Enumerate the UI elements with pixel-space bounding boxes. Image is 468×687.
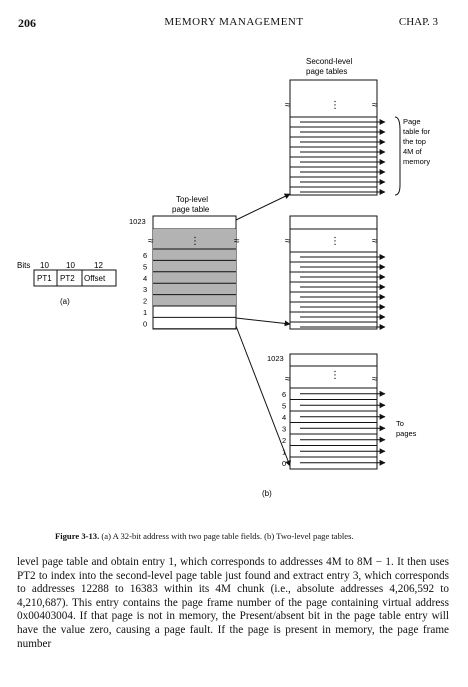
- top-entry-index: 2: [143, 297, 147, 306]
- break-st3-r: ≈: [372, 374, 378, 385]
- top-level-title-1: Top-level: [176, 195, 208, 204]
- page-table-note-line: Page: [403, 117, 421, 126]
- bits-label: Bits: [17, 261, 30, 270]
- top-entry-shaded: [153, 271, 236, 284]
- shaded-entries-block: [153, 229, 236, 249]
- break-mark-right: ≈: [234, 236, 240, 247]
- pointer-1-to-middle-table: [235, 317, 291, 327]
- top-entry-index: 6: [143, 251, 147, 260]
- top-entry-shaded: [153, 249, 236, 261]
- top-level-page-table: Top-level page table 1023 ≈ ≈ ⋮ 6 5 4 3 2 1 0: [129, 195, 240, 330]
- figure-caption: Figure 3-13. (a) A 32-bit address with t…: [55, 530, 420, 542]
- address-box: [33, 269, 117, 287]
- ellipsis-top: ⋮: [190, 236, 200, 247]
- top-level-title-2: page table: [172, 205, 210, 214]
- bottom-entry-index: 6: [282, 390, 286, 399]
- chapter-number: CHAP. 3: [398, 16, 438, 28]
- figure-two-level-page-tables: Bits 10 10 12 PT1 PT2 Offset (a) Top-lev…: [17, 57, 431, 498]
- top-entry-index: 3: [143, 285, 147, 294]
- panel-a-label: (a): [60, 297, 70, 306]
- bit-width-pt2: 10: [66, 261, 75, 270]
- bottom-index-1023: 1023: [267, 354, 284, 363]
- pointer-1023-to-top-table: [235, 193, 291, 221]
- field-pt2: PT2: [60, 274, 75, 283]
- top-entry-index: 5: [143, 262, 147, 271]
- page-table-note-line: 4M of: [403, 147, 423, 156]
- break-mark-left: ≈: [148, 236, 154, 247]
- to-pages-note-line: pages: [396, 429, 417, 438]
- ellipsis-st2: ⋮: [330, 236, 340, 247]
- page-table-note-line: table for: [403, 127, 431, 136]
- brace: [394, 116, 401, 196]
- bit-width-offset: 12: [94, 261, 103, 270]
- field-offset: Offset: [84, 274, 106, 283]
- second-level-title-1: Second-level: [306, 57, 352, 66]
- page-table-note-line: memory: [403, 157, 430, 166]
- page-table-note-line: the top: [403, 137, 426, 146]
- body-text: level page table and obtain entry 1, whi…: [17, 556, 449, 651]
- break-st2-l: ≈: [285, 236, 291, 247]
- break-st3-l: ≈: [285, 374, 291, 385]
- top-entry-shaded: [153, 260, 236, 272]
- second-level-table-top: Second-level page tables ⋮ ≈ ≈ Pagetable…: [285, 57, 431, 196]
- second-level-table-middle: ⋮ ≈ ≈: [285, 215, 386, 330]
- break-st1-l: ≈: [285, 100, 291, 111]
- to-pages-note-line: To: [396, 419, 404, 428]
- bottom-entry-index: 0: [282, 459, 286, 468]
- field-pt1: PT1: [37, 274, 52, 283]
- top-entry-shaded: [153, 294, 236, 306]
- top-entry-index: 0: [143, 319, 147, 328]
- top-index-1023: 1023: [129, 217, 146, 226]
- bottom-entry-index: 3: [282, 425, 286, 434]
- body-paragraph: level page table and obtain entry 1, whi…: [17, 556, 449, 650]
- page-number: 206: [18, 16, 36, 30]
- address-format-panel: Bits 10 10 12 PT1 PT2 Offset (a): [17, 261, 117, 306]
- bottom-entry-index: 2: [282, 436, 286, 445]
- caption-text: (a) A 32-bit address with two page table…: [101, 531, 354, 541]
- chapter-title: MEMORY MANAGEMENT: [164, 16, 304, 28]
- panel-b-label: (b): [262, 489, 272, 498]
- top-entry-index: 4: [143, 274, 147, 283]
- ellipsis-st1: ⋮: [330, 100, 340, 111]
- second-level-title-2: page tables: [306, 67, 347, 76]
- pointer-0-to-bottom-table: [235, 325, 291, 467]
- top-entry-index: 1: [143, 308, 147, 317]
- bottom-entry-index: 5: [282, 402, 286, 411]
- bottom-entry-index: 4: [282, 413, 286, 422]
- caption-label: Figure 3-13.: [55, 531, 100, 541]
- bit-width-pt1: 10: [40, 261, 49, 270]
- break-st2-r: ≈: [372, 236, 378, 247]
- ellipsis-st3: ⋮: [330, 370, 340, 381]
- top-entry-shaded: [153, 283, 236, 295]
- break-st1-r: ≈: [372, 100, 378, 111]
